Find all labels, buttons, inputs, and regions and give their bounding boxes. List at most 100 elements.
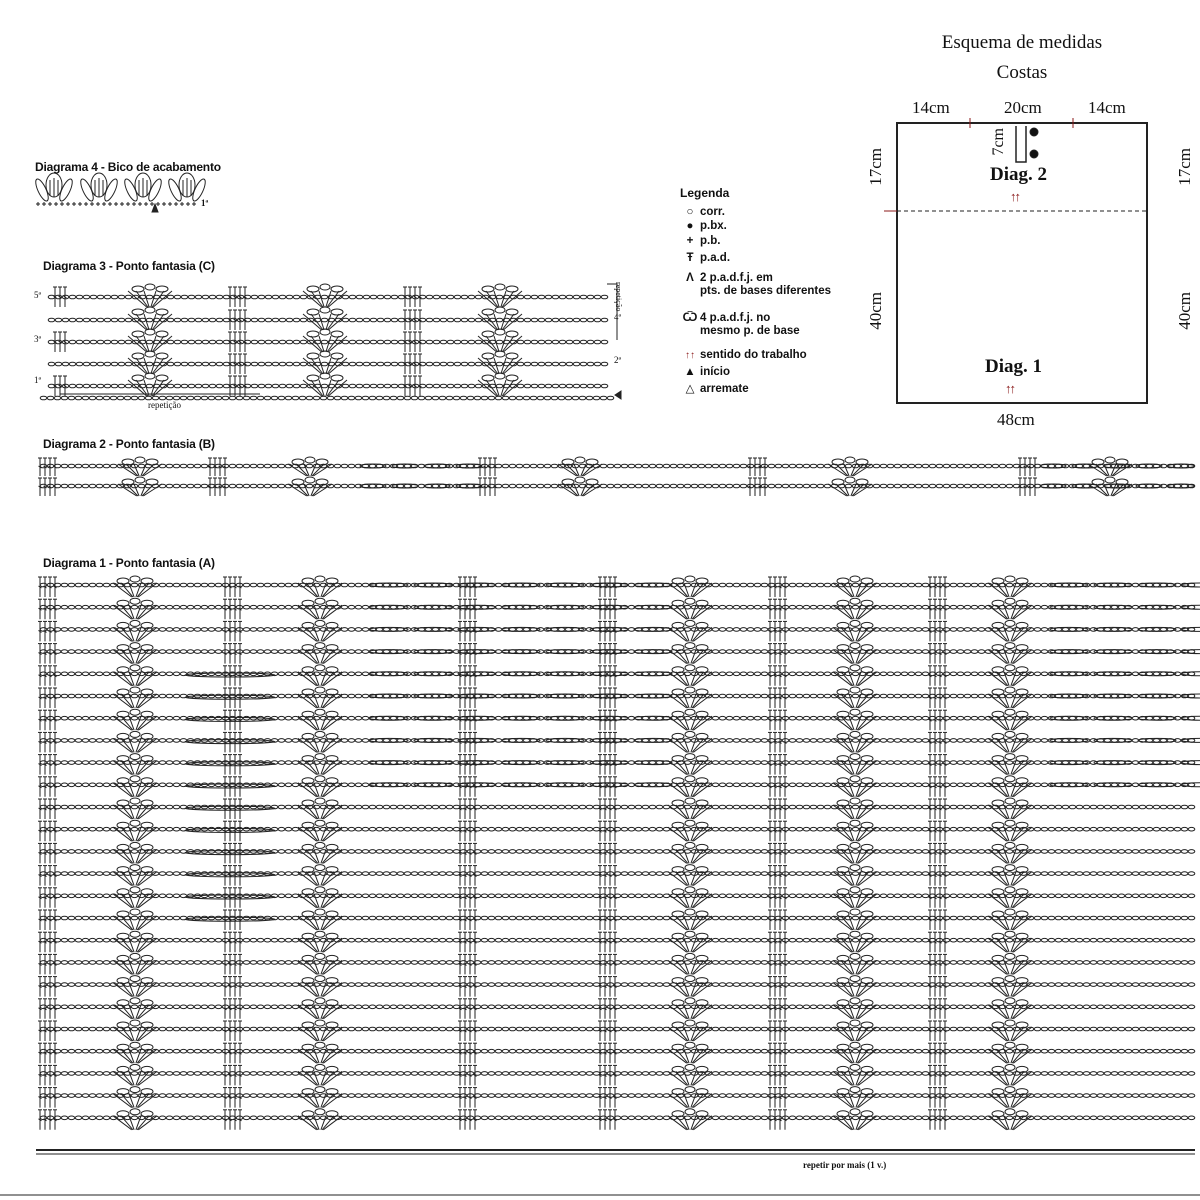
dc-bar xyxy=(773,740,777,744)
chain-stitch xyxy=(110,317,119,323)
chain-stitch xyxy=(228,483,237,489)
chain-stitch xyxy=(655,463,664,469)
chain-stitch xyxy=(452,395,461,401)
chain-stitch xyxy=(186,463,195,469)
chain-stitch xyxy=(88,395,97,401)
fan-loop xyxy=(314,819,326,827)
fan-stroke xyxy=(501,335,515,353)
chain-stitch xyxy=(970,649,979,654)
fan-stroke xyxy=(138,782,158,798)
chain-stitch xyxy=(956,826,965,832)
chain-stitch xyxy=(809,671,818,677)
fan-loop xyxy=(671,799,685,807)
dc-bar xyxy=(43,674,47,678)
fan-loop xyxy=(991,821,1005,829)
fan-loop xyxy=(505,285,519,293)
fan-stroke xyxy=(690,693,697,709)
chain-stitch xyxy=(467,317,476,323)
chain-stitch xyxy=(425,339,434,345)
chain-stitch xyxy=(277,604,286,610)
chain-stitch xyxy=(802,649,811,654)
chain-stitch xyxy=(67,782,76,788)
fan-stroke xyxy=(120,715,134,731)
fan-loop xyxy=(144,372,156,380)
dc-bar xyxy=(223,829,227,833)
fan-stroke xyxy=(987,737,1007,753)
chain-stitch xyxy=(515,804,524,810)
dc-bar xyxy=(58,295,62,299)
chain-stitch xyxy=(347,671,356,677)
chain-stitch xyxy=(802,693,811,699)
chain-stitch xyxy=(648,483,657,489)
chain-stitch xyxy=(60,395,69,401)
dc-bar xyxy=(933,740,937,744)
dc-bar xyxy=(928,718,932,722)
chain-stitch xyxy=(593,383,602,389)
fan-stroke xyxy=(832,760,852,776)
chain-stitch xyxy=(564,649,573,654)
dc-bar xyxy=(223,585,227,589)
chain-stitch xyxy=(536,395,545,401)
fan-stroke xyxy=(1010,671,1017,686)
fan-stroke xyxy=(832,671,852,687)
chain-stitch xyxy=(355,294,364,300)
chain-stitch xyxy=(180,383,189,389)
chain-stitch xyxy=(179,671,188,677)
chain-stitch xyxy=(515,693,524,699)
chain-stitch xyxy=(417,804,426,810)
chain-stitch xyxy=(1068,738,1077,743)
chain-stitch xyxy=(466,395,475,401)
diagram-3-chart xyxy=(39,283,622,401)
dc-bar xyxy=(1033,465,1037,469)
chain-stitch xyxy=(809,849,818,854)
chain-stitch xyxy=(109,395,118,401)
fan-stroke xyxy=(987,649,1007,665)
chain-stitch xyxy=(256,627,265,632)
dc-bar xyxy=(1018,485,1022,489)
fan-stroke xyxy=(323,715,343,731)
chain-stitch xyxy=(117,383,126,389)
fan-stroke xyxy=(138,626,158,642)
dc-bar xyxy=(38,674,42,678)
chain-stitch xyxy=(340,826,349,832)
chain-stitch xyxy=(61,317,70,323)
chain-stitch xyxy=(179,604,188,610)
chain-stitch xyxy=(180,294,189,300)
chain-stitch xyxy=(718,738,727,743)
chain-stitch xyxy=(655,782,664,788)
fan-stroke xyxy=(848,804,855,820)
fan-loop xyxy=(325,599,339,607)
fan-stroke xyxy=(321,582,335,598)
dc-bar xyxy=(53,652,57,656)
chain-stitch xyxy=(718,649,727,654)
chain-stitch xyxy=(739,627,748,632)
fan-stroke xyxy=(848,582,855,598)
chain-stitch xyxy=(165,627,174,632)
dc-bar xyxy=(48,829,52,833)
fan-loop xyxy=(684,708,696,716)
chain-stitch xyxy=(89,339,98,345)
dc-bar xyxy=(928,674,932,678)
fan-stroke xyxy=(1011,715,1025,731)
fan-stroke xyxy=(485,379,499,397)
chain-stitch xyxy=(627,463,636,469)
chain-stitch xyxy=(1033,627,1042,632)
fan-stroke xyxy=(691,804,705,820)
chain-stitch xyxy=(592,395,601,401)
chain-stitch xyxy=(774,483,783,489)
chain-stitch xyxy=(432,294,441,300)
chain-stitch xyxy=(242,582,251,588)
dc-bar xyxy=(403,318,407,322)
chain-stitch xyxy=(816,582,825,588)
chain-stitch xyxy=(187,339,196,345)
chain-stitch xyxy=(557,738,566,743)
dc-bar xyxy=(928,696,932,700)
chain-stitch xyxy=(1033,582,1042,588)
chain-stitch xyxy=(1152,671,1161,677)
chain-stitch xyxy=(102,627,111,632)
chain-stitch xyxy=(921,604,930,610)
chain-stitch xyxy=(732,582,741,588)
chain-stitch xyxy=(760,760,769,765)
chain-stitch xyxy=(662,483,671,489)
